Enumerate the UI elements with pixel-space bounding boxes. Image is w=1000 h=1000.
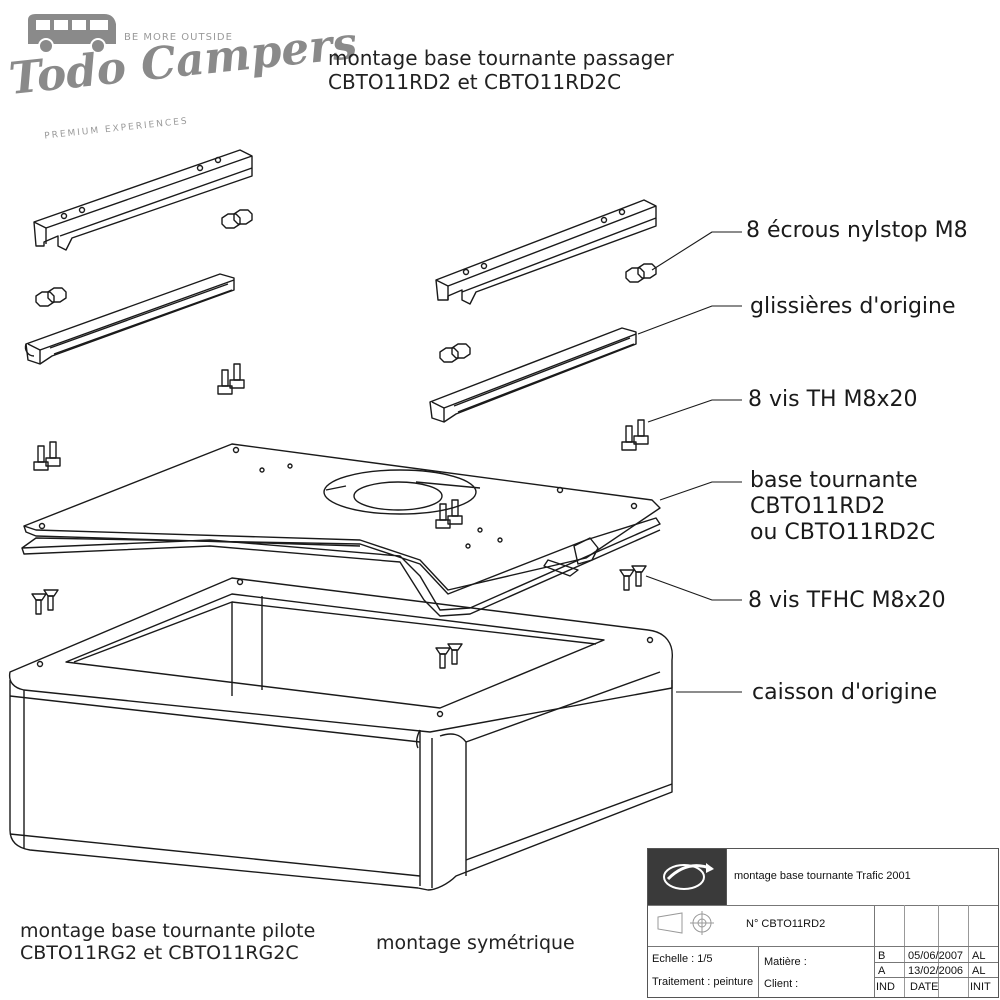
symmetric-note: montage symétrique [376,932,575,954]
th-screw-pair-4 [435,499,463,529]
header-date: DATE [910,981,939,993]
label-swivel-base-line3: ou CBTO11RD2C [750,520,936,545]
title-block-drawing-title: montage base tournante Trafic 2001 [734,870,911,882]
header-init: INIT [970,981,991,993]
nut-pair-3 [625,263,657,283]
label-nuts: 8 écrous nylstop M8 [746,218,968,243]
campervan-icon [28,14,116,54]
logo-slogan: BE MORE OUTSIDE [124,32,233,43]
tfhc-screw-pair-1 [31,589,59,615]
pilot-note-line1: montage base tournante pilote [20,920,316,942]
projection-symbol-icon [657,911,714,935]
revision-a-init: AL [972,965,986,977]
revision-a-date: 13/02/2006 [908,965,964,977]
revision-b-init: AL [972,950,986,962]
title-block-treatment: Traitement : peinture [652,976,754,988]
label-screws-th: 8 vis TH M8x20 [748,387,918,412]
label-swivel-base-line2: CBTO11RD2 [750,494,886,519]
right-lower-rail [429,327,637,423]
left-lower-rail [24,273,235,365]
tfhc-screw-pair-2 [619,565,647,591]
swivel-lever [543,537,599,577]
label-swivel-base: base tournante CBTO11RD2 ou CBTO11RD2C [750,468,935,546]
revision-b-ind: B [878,950,886,962]
label-swivel-base-line1: base tournante [750,468,918,493]
title-block-material: Matière : [764,956,807,968]
revision-a-ind: A [878,965,886,977]
drawing-title-line2: CBTO11RD2 et CBTO11RD2C [328,70,622,94]
label-screws-tfhc: 8 vis TFHC M8x20 [748,588,946,613]
todo-campers-logo: BE MORE OUTSIDE Todo Campers PREMIUM EXP… [4,6,359,146]
leader-lines [637,231,742,693]
logo-subtitle: PREMIUM EXPERIENCES [43,116,190,142]
right-upper-rail [435,199,657,305]
title-block-client: Client : [764,978,799,990]
left-upper-rail [33,149,253,251]
label-rails: glissières d'origine [750,294,956,319]
revision-b-date: 05/06/2007 [908,950,964,962]
company-logo [648,849,727,905]
nut-pair-1 [221,209,253,229]
swivel-base-lower-plate [21,517,661,617]
th-screw-pair-2 [33,441,61,471]
drawing-title: montage base tournante passager CBTO11RD… [328,46,674,94]
th-screw-pair-3 [621,419,649,451]
title-block: montage base tournante Trafic 2001 N° CB… [647,848,999,998]
nut-pair-2 [35,287,67,307]
drawing-title-line1: montage base tournante passager [328,46,674,70]
label-seat-box: caisson d'origine [752,680,938,705]
pilot-note-line2: CBTO11RG2 et CBTO11RG2C [20,942,299,964]
title-block-scale: Echelle : 1/5 [652,953,713,965]
pilot-note: montage base tournante pilote CBTO11RG2 … [20,920,315,964]
header-ind: IND [876,981,895,993]
nut-pair-4 [439,343,471,363]
swivel-base-upper-plate [23,443,661,591]
seat-box [8,577,673,891]
company-logo-icon [663,863,714,890]
title-block-number: N° CBTO11RD2 [746,918,826,930]
th-screw-pair-1 [217,363,245,395]
tfhc-screw-pair-3 [435,643,463,669]
